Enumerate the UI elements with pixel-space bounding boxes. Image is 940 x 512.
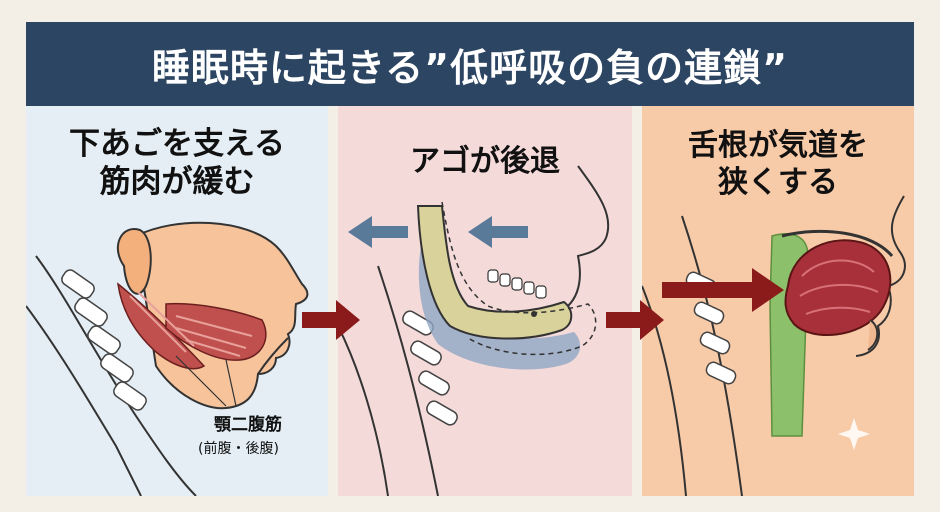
illustration-tongue-airway (642, 195, 906, 496)
panel-2-title-line-1: アゴが後退 (410, 144, 560, 179)
push-arrow-icon (662, 268, 784, 312)
page-title: 睡眠時に起きる”低呼吸の負の連鎖” (151, 45, 789, 90)
panel-3-title: 舌根が気道を 狭くする (642, 128, 914, 201)
step-arrow-icon (606, 300, 664, 340)
retreat-arrow-icon (348, 216, 408, 248)
panel-tongue-airway: 舌根が気道を 狭くする (642, 106, 914, 496)
muscle-sublabel: (前腹・後腹) (198, 441, 279, 457)
illustration-muscle-relax (26, 221, 309, 496)
muscle-label: 顎二腹筋 (214, 415, 282, 435)
panel-jaw-retreat: アゴが後退 (338, 106, 632, 496)
panel-1-title: 下あごを支える 筋肉が緩む (26, 126, 328, 202)
panel-3-title-line-1: 舌根が気道を (688, 128, 868, 163)
panel-muscle-relax: 下あごを支える 筋肉が緩む 顎二腹筋 (前腹・後腹) (26, 106, 328, 496)
sparkle-icon (838, 418, 870, 450)
step-arrow-icon (302, 300, 360, 340)
panel-1-title-line-2: 筋肉が緩む (99, 163, 255, 200)
title-banner: 睡眠時に起きる”低呼吸の負の連鎖” (26, 22, 914, 106)
retreat-arrow-icon (468, 216, 528, 248)
panel-2-title: アゴが後退 (338, 144, 632, 181)
panel-1-title-line-1: 下あごを支える (68, 126, 286, 162)
illustration-jaw-retreat (338, 165, 610, 496)
panel-3-title-line-2: 狭くする (718, 164, 838, 200)
